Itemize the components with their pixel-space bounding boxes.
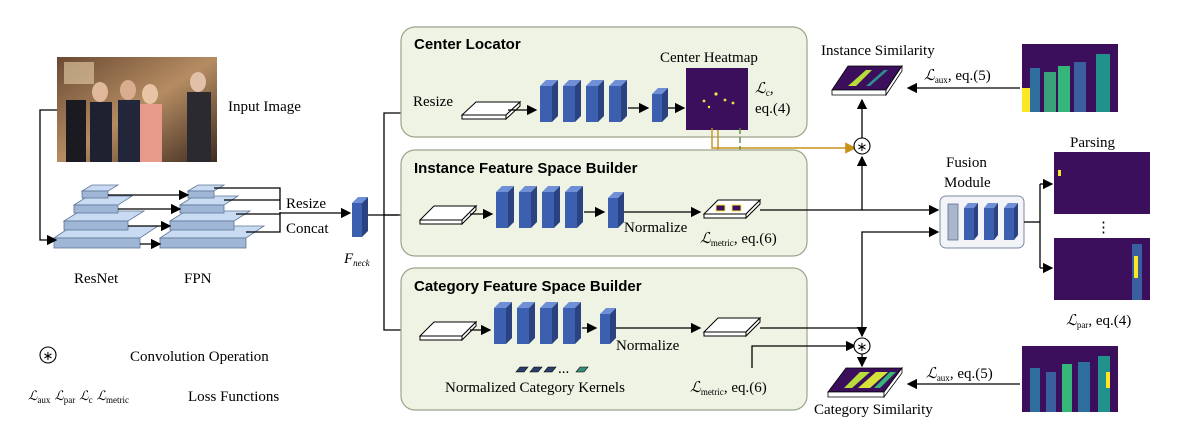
resnet-label: ResNet: [74, 271, 119, 287]
normalize-category-label: Normalize: [616, 338, 680, 354]
normalized-kernels-label: Normalized Category Kernels: [445, 380, 625, 396]
category-similarity-map: [827, 366, 903, 399]
center-heatmap: [686, 68, 748, 130]
center-heatmap-label: Center Heatmap: [660, 50, 758, 66]
kernel-dots: ...: [558, 361, 569, 377]
conv-op-bottom: ∗: [853, 337, 871, 355]
resize-center-label: Resize: [413, 94, 453, 110]
fusion-module: [939, 195, 1025, 249]
svg-text:∗: ∗: [857, 340, 868, 355]
instance-conv-blocks: [496, 186, 624, 228]
category-gt-map: [1022, 346, 1118, 412]
concat-label: Concat: [286, 221, 329, 237]
svg-text:∗: ∗: [857, 140, 868, 155]
instance-gt-map: [1022, 44, 1118, 112]
instance-similarity-map: [831, 64, 903, 97]
resize-fpn-label: Resize: [286, 196, 326, 212]
lc-label: ℒc,: [755, 81, 774, 98]
parsing-dots: ⋮: [1096, 220, 1111, 236]
lpar-label: ℒpar, eq.(4): [1066, 313, 1131, 330]
instance-builder-title: Instance Feature Space Builder: [414, 160, 638, 177]
lmetric-instance-label: ℒmetric, eq.(6): [700, 231, 777, 248]
category-builder-title: Category Feature Space Builder: [414, 278, 642, 295]
legend-conv: ∗: [39, 346, 57, 364]
input-image-label: Input Image: [228, 99, 301, 115]
f-neck-label: Fneck: [343, 251, 371, 268]
category-conv-blocks: [494, 302, 616, 344]
lmetric-category-label: ℒmetric, eq.(6): [690, 380, 767, 397]
conv-op-top: ∗: [853, 137, 871, 155]
normalized-kernels: [515, 366, 589, 373]
fpn-label: FPN: [184, 271, 212, 287]
category-similarity-label: Category Similarity: [814, 402, 933, 418]
input-image: [57, 57, 217, 162]
image-to-resnet-arrow: [39, 109, 58, 246]
instance-builder-panel: [400, 149, 808, 257]
conv-legend-label: Convolution Operation: [130, 349, 269, 365]
fusion-module-label-1: Fusion: [946, 155, 987, 171]
center-conv-blocks: [540, 80, 668, 122]
parsing-map-top: [1054, 152, 1150, 214]
instance-similarity-label: Instance Similarity: [821, 43, 935, 59]
fusion-module-label-2: Module: [944, 175, 991, 191]
normalize-instance-label: Normalize: [624, 220, 688, 236]
f-neck-block: [352, 197, 368, 237]
loss-legend-label: Loss Functions: [188, 389, 279, 405]
lc-eq: eq.(4): [755, 101, 790, 117]
fpn-output-lines: [214, 187, 352, 233]
center-locator-title: Center Locator: [414, 36, 521, 53]
parsing-map-bottom: [1054, 238, 1150, 300]
instance-embedding-slab: [702, 198, 762, 220]
parsing-label: Parsing: [1070, 135, 1116, 151]
laux-top-label: ℒaux, eq.(5): [924, 68, 991, 85]
kernels-to-conv: [751, 340, 857, 368]
category-to-fusion: [861, 226, 940, 328]
svg-text:∗: ∗: [43, 349, 54, 364]
fpn-pyramid: [158, 184, 266, 249]
conv-legend-icon: [39, 346, 57, 364]
heatmap-to-conv-arrow: [711, 128, 857, 154]
laux-bottom-label: ℒaux, eq.(5): [926, 366, 993, 383]
